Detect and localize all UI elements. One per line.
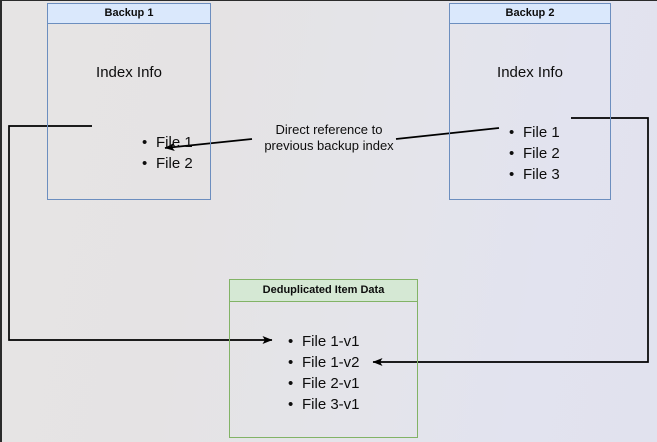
list-item: File 2 [509,143,560,164]
backup1-title: Backup 1 [48,4,210,24]
list-item: File 3 [509,164,560,185]
connector-backup1-to-dedup [8,125,273,344]
backup2-body: Index Info File 1 File 2 File 3 [450,24,610,199]
list-item: File 2-v1 [288,373,360,394]
canvas-top-border [0,0,657,1]
dedup-title: Deduplicated Item Data [230,280,417,302]
connector-backup2-to-dedup [372,117,649,366]
dedup-item-list: File 1-v1 File 1-v2 File 2-v1 File 3-v1 [272,331,360,415]
canvas-left-border [0,0,2,442]
list-item: File 1 [509,122,560,143]
dedup-body: File 1-v1 File 1-v2 File 2-v1 File 3-v1 [230,302,417,437]
connector-label-to-backup2 [395,127,500,140]
list-item: File 1-v1 [288,331,360,352]
dedup-box[interactable]: Deduplicated Item Data File 1-v1 File 1-… [229,279,418,438]
backup1-box[interactable]: Backup 1 Index Info File 1 File 2 [47,3,211,200]
list-item: File 2 [142,153,193,174]
annotation-label: Direct reference to previous backup inde… [264,122,394,153]
list-item: File 3-v1 [288,394,360,415]
backup2-subtitle: Index Info [497,64,563,81]
backup1-body: Index Info File 1 File 2 [48,24,210,199]
list-item: File 1 [142,132,193,153]
backup2-box[interactable]: Backup 2 Index Info File 1 File 2 File 3 [449,3,611,200]
backup1-subtitle: Index Info [96,64,162,81]
backup2-file-list: File 1 File 2 File 3 [493,122,560,185]
list-item: File 1-v2 [288,352,360,373]
backup2-title: Backup 2 [450,4,610,24]
backup1-file-list: File 1 File 2 [126,132,193,174]
